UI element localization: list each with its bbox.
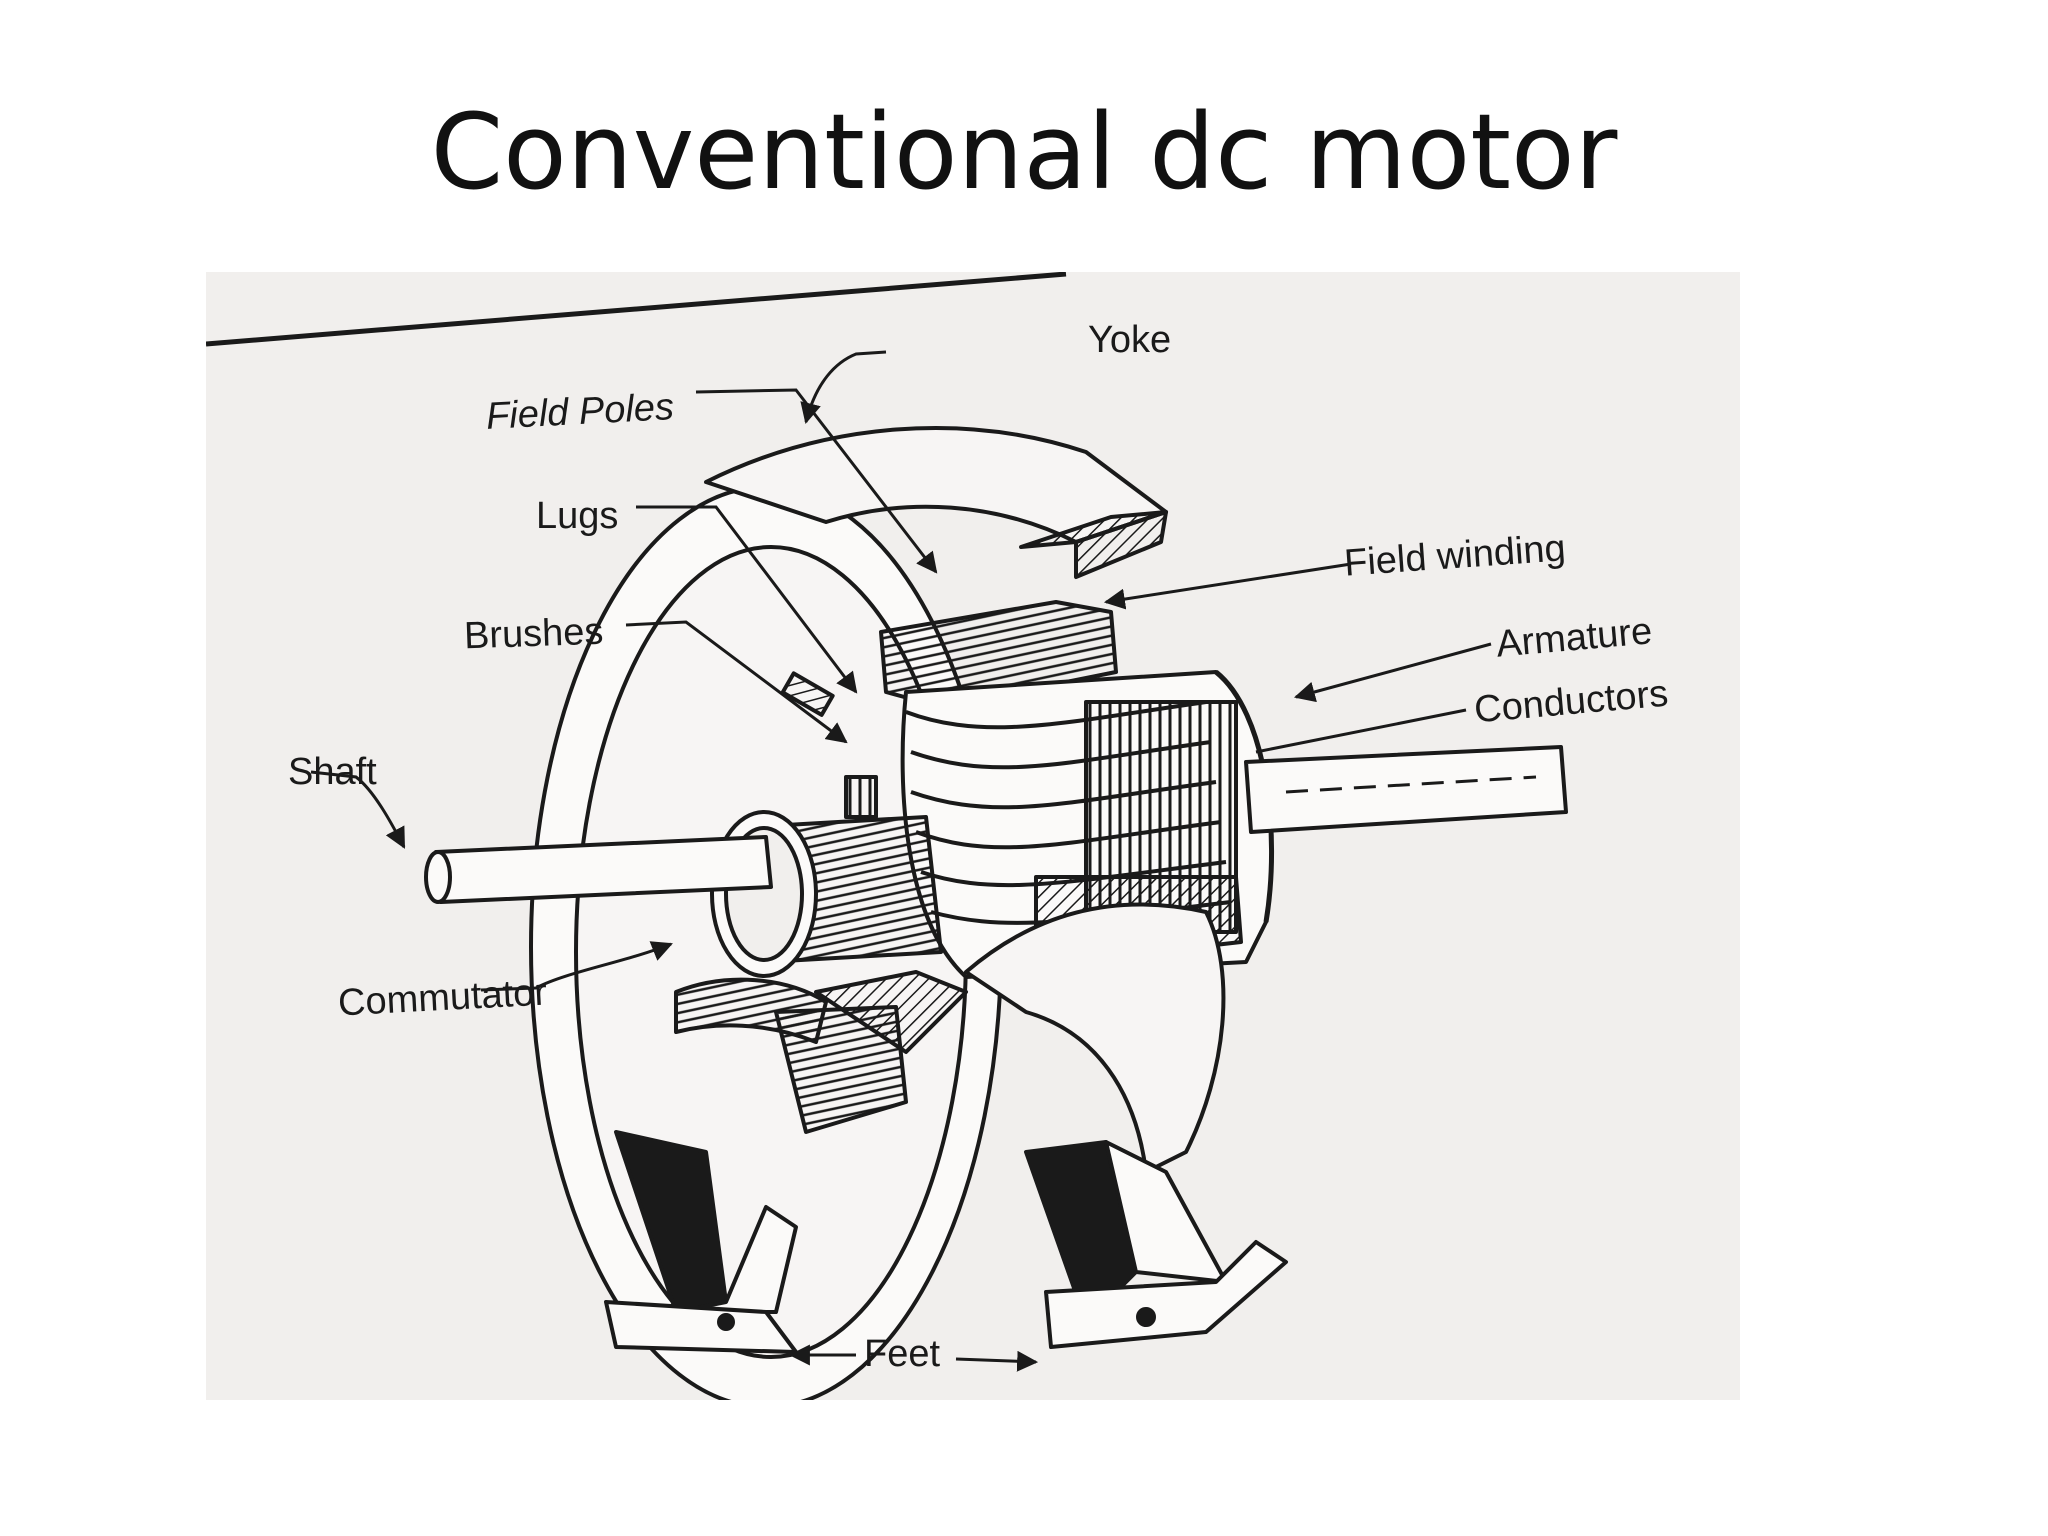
leader-field-winding	[1103, 562, 1352, 610]
leader-shaft	[310, 770, 406, 849]
page-rule	[206, 272, 1067, 347]
leader-brushes	[625, 620, 848, 744]
brush-holder	[844, 775, 878, 819]
motor-illustration	[206, 272, 1740, 1400]
leader-field-poles	[695, 388, 938, 574]
leader-feet-right	[955, 1350, 1039, 1372]
yoke-shell	[704, 426, 1168, 544]
leader-lines	[310, 350, 1492, 1372]
label-lugs: Lugs	[536, 495, 619, 537]
shaft-right	[1244, 745, 1568, 834]
leader-lugs	[636, 505, 858, 694]
label-shaft: Shaft	[288, 751, 377, 793]
yoke-lower	[964, 902, 1226, 1174]
label-yoke: Yoke	[1088, 319, 1172, 361]
leader-commutator	[480, 941, 673, 992]
motor-drawing	[426, 426, 1568, 1400]
slide-title: Conventional dc motor	[430, 91, 1618, 213]
dc-motor-diagram: Yoke Field Poles Lugs Field winding Brus…	[206, 272, 1740, 1400]
label-brushes: Brushes	[463, 610, 605, 658]
leader-armature	[1293, 642, 1492, 703]
leader-conductors	[1255, 708, 1467, 754]
brush-top	[780, 671, 835, 717]
foot-right-base	[1044, 1240, 1288, 1349]
label-feet: Feet	[864, 1333, 941, 1375]
